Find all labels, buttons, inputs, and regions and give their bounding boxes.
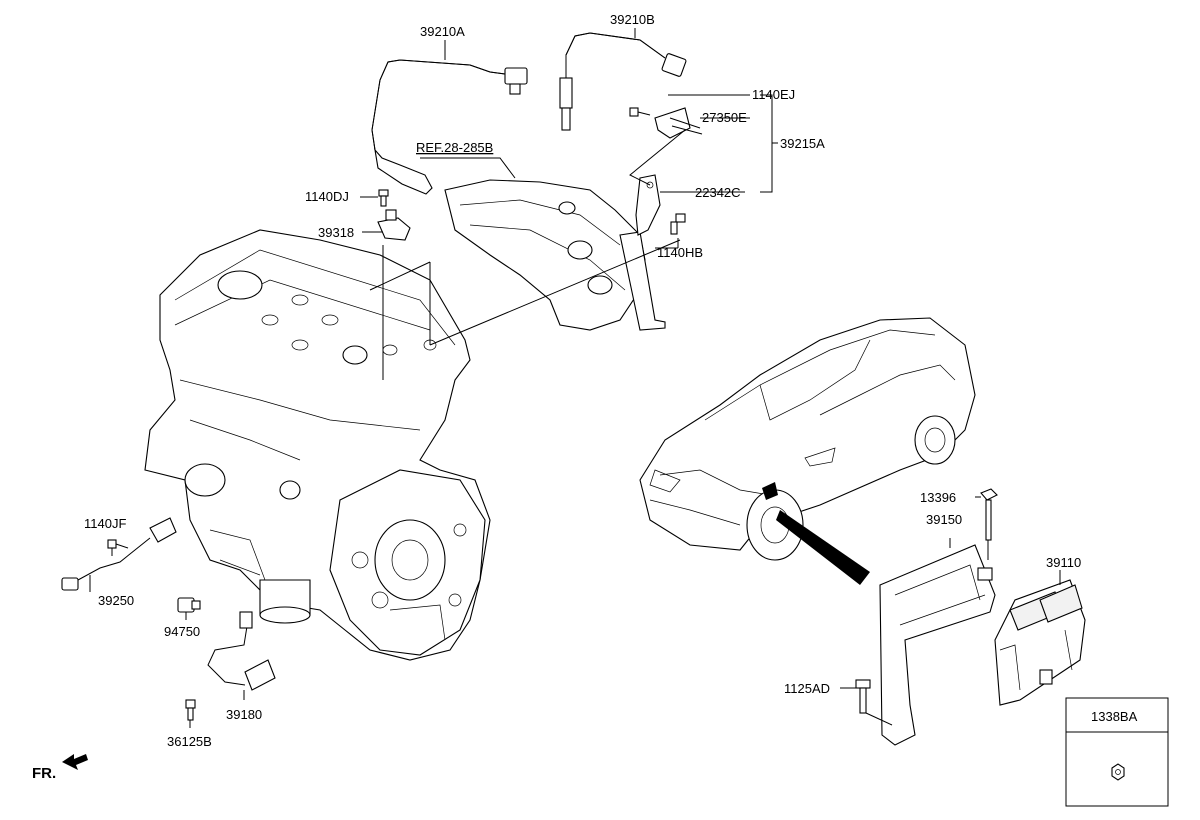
- label-27350e[interactable]: 27350E: [702, 110, 747, 125]
- vehicle-illustration: [639, 317, 976, 585]
- label-39110[interactable]: 39110: [1046, 555, 1081, 570]
- label-1140ej[interactable]: 1140EJ: [752, 87, 795, 102]
- leader-lines: [89, 28, 778, 728]
- oil-pressure-switch-94750[interactable]: [177, 597, 201, 613]
- bracket-27350e[interactable]: [654, 107, 703, 139]
- bolt-1140ej[interactable]: [629, 107, 651, 117]
- bolt-13396[interactable]: [975, 488, 998, 560]
- label-front: FR.: [32, 765, 56, 782]
- label-22342c[interactable]: 22342C: [695, 185, 741, 200]
- label-13396[interactable]: 13396: [920, 490, 956, 505]
- label-39180[interactable]: 39180: [226, 707, 262, 722]
- cam-position-sensor-39318[interactable]: [377, 209, 411, 241]
- label-39210b[interactable]: 39210B: [610, 12, 655, 27]
- label-39318[interactable]: 39318: [318, 225, 354, 240]
- label-1140jf[interactable]: 1140JF: [84, 516, 126, 531]
- bolt-1140jf[interactable]: [107, 539, 129, 549]
- label-36125b[interactable]: 36125B: [167, 734, 212, 749]
- engine-block: [144, 229, 491, 661]
- bolt-1140dj[interactable]: [378, 189, 389, 207]
- oxygen-sensor-39210a[interactable]: [371, 59, 528, 195]
- label-39150[interactable]: 39150: [926, 512, 962, 527]
- knock-sensor-39250[interactable]: [61, 517, 177, 591]
- label-1338ba[interactable]: 1338BA: [1091, 709, 1138, 724]
- label-39250[interactable]: 39250: [98, 593, 134, 608]
- ecu-39110[interactable]: [994, 570, 1086, 706]
- label-1125ad[interactable]: 1125AD: [784, 681, 830, 696]
- bolt-36125b[interactable]: [185, 699, 196, 721]
- crank-position-sensor-39180[interactable]: [207, 611, 276, 691]
- part-box-1338ba[interactable]: [1065, 697, 1169, 807]
- label-1140dj[interactable]: 1140DJ: [305, 189, 349, 204]
- label-94750[interactable]: 94750: [164, 624, 200, 639]
- exhaust-manifold: [444, 179, 666, 331]
- label-1140hb[interactable]: 1140HB: [657, 245, 703, 260]
- nut-icon: [1111, 763, 1125, 781]
- oxygen-sensor-39210b[interactable]: [559, 32, 687, 131]
- label-ref-28-285b[interactable]: REF.28-285B: [416, 140, 493, 155]
- bracket-22342c[interactable]: [635, 174, 661, 236]
- front-direction-arrow-icon: [62, 754, 88, 770]
- label-39210a[interactable]: 39210A: [420, 24, 465, 39]
- ecu-bracket-39150[interactable]: [879, 538, 996, 746]
- bolt-1125ad[interactable]: [840, 679, 893, 726]
- bolt-1140hb[interactable]: [670, 213, 686, 235]
- label-39215a[interactable]: 39215A: [780, 136, 825, 151]
